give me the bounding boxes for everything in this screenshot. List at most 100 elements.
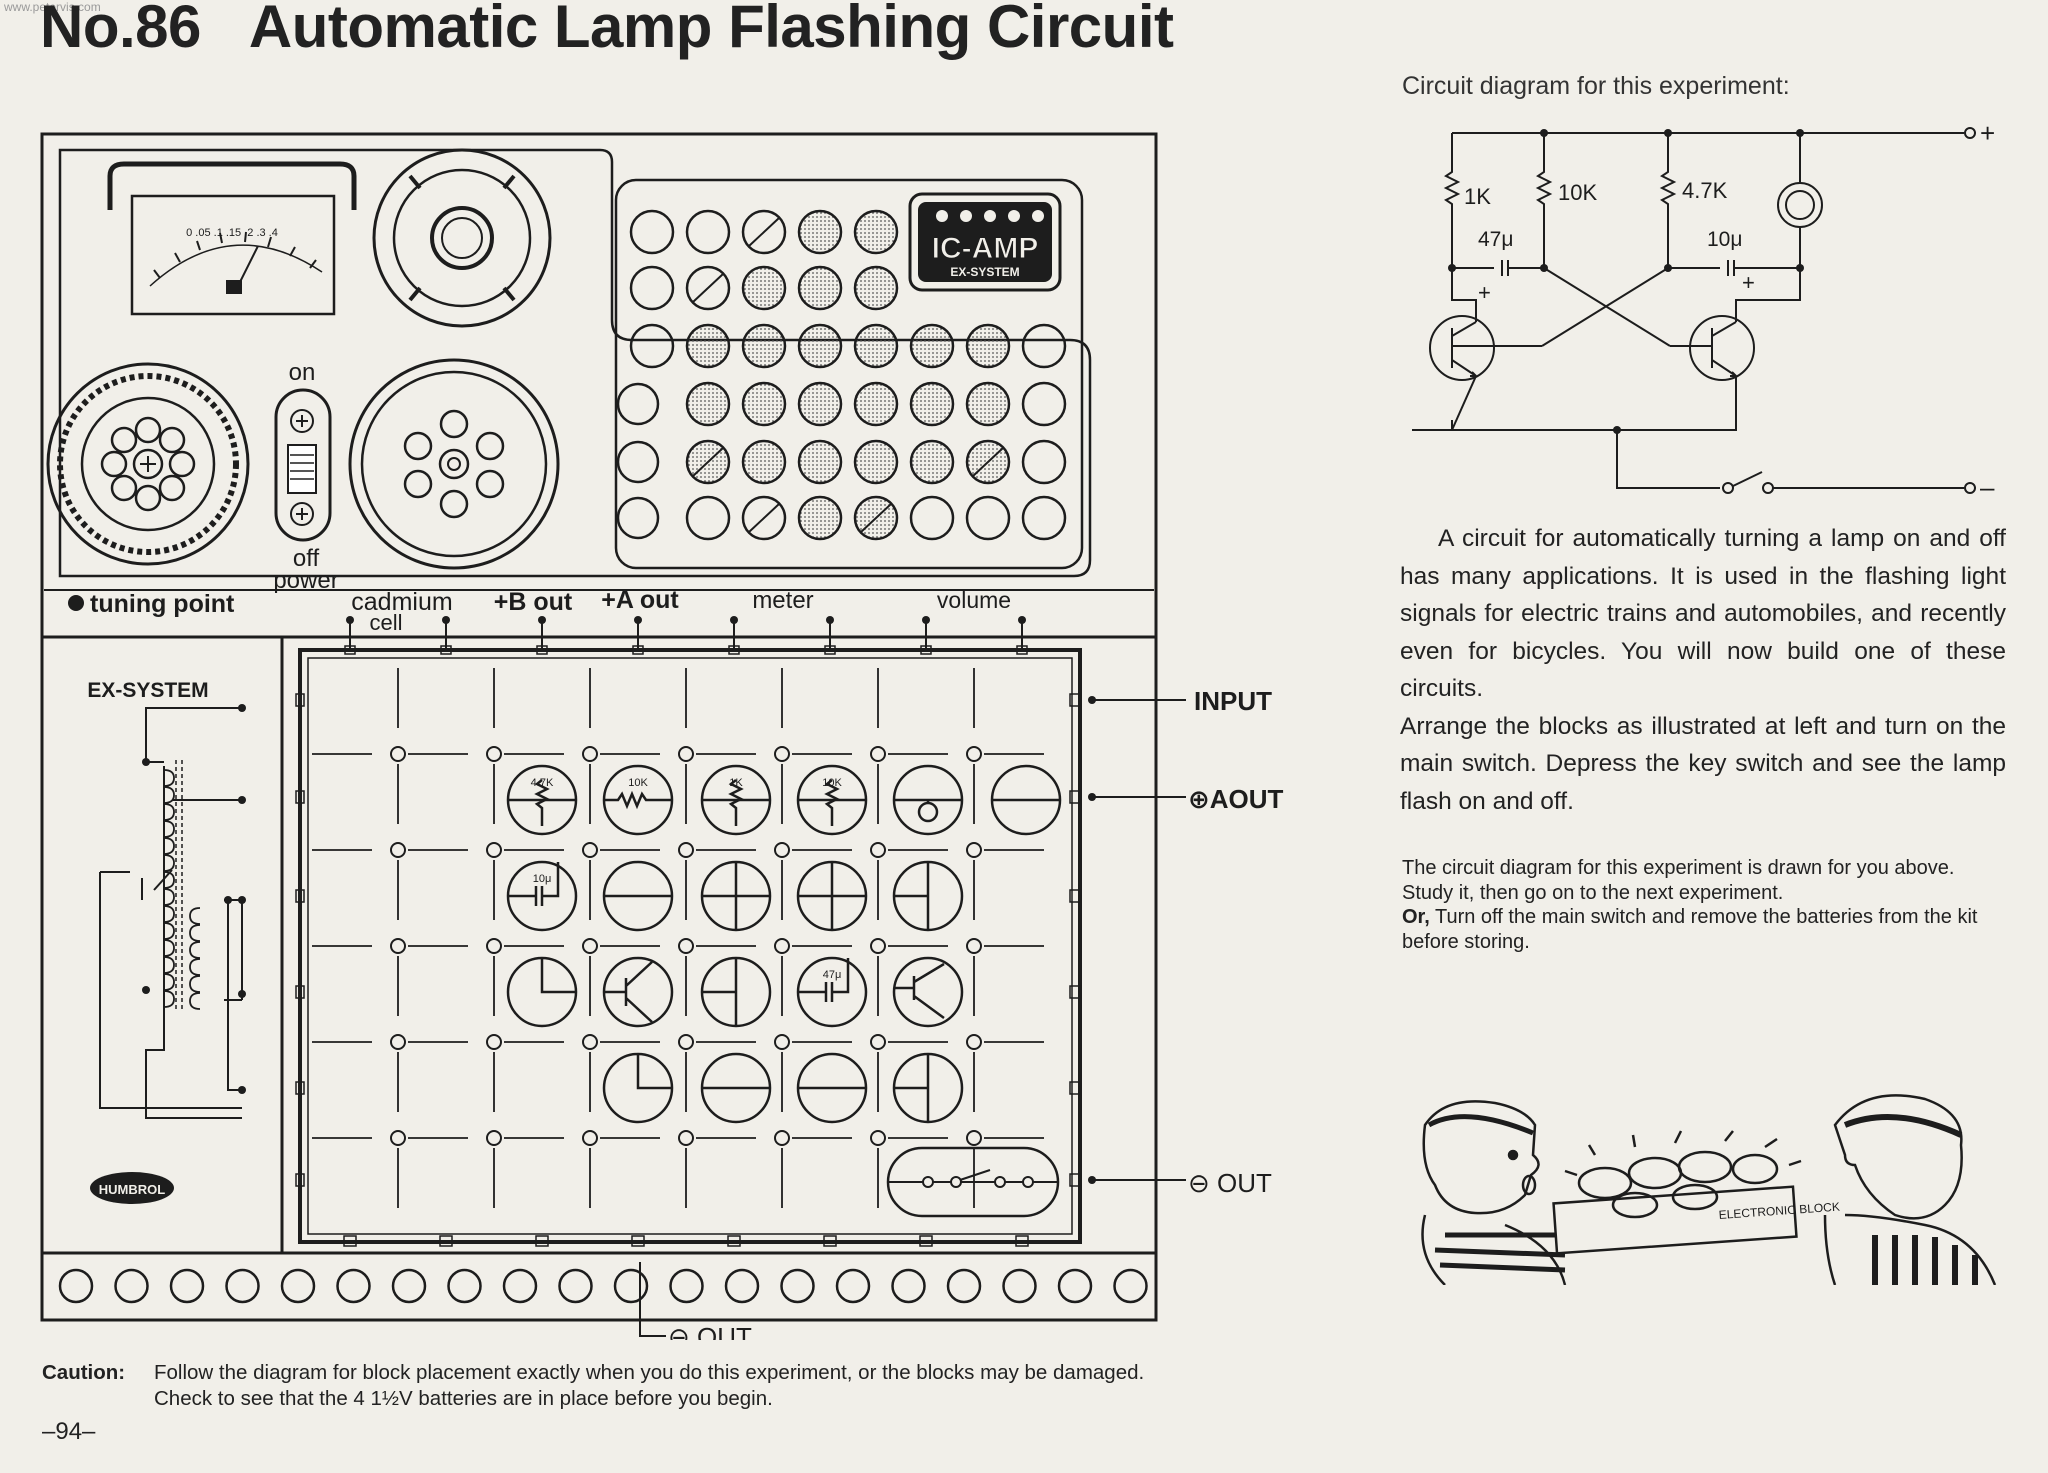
led-cell — [853, 265, 899, 311]
terminal-meter-label: meter — [752, 587, 813, 614]
meter: 0 .05 .1 .15 .2 .3 .4 — [107, 161, 357, 316]
experiment-number: No.86 — [40, 0, 201, 60]
board-hole — [582, 1034, 598, 1050]
terminal-hole — [891, 1268, 926, 1304]
switch-power-label: power — [273, 567, 338, 594]
board-hole — [582, 938, 598, 954]
power-switch[interactable]: on off power — [273, 359, 338, 594]
schematic-plus: + — [1980, 118, 1995, 148]
terminal-cadmium-label: cadmium — [351, 588, 452, 616]
board-hole — [966, 938, 982, 954]
terminal-hole — [114, 1268, 149, 1304]
speaker — [372, 148, 552, 328]
led-cell — [965, 495, 1011, 541]
terminal-post — [922, 616, 930, 624]
board-hole — [966, 1034, 982, 1050]
led-cell — [629, 323, 675, 369]
ex-system-panel: EX-SYSTEM HUMBROL — [87, 679, 246, 1204]
board-hole — [390, 1034, 406, 1050]
out-label: ⊖ OUT — [1188, 1168, 1272, 1198]
board-hole — [870, 842, 886, 858]
schematic-r1: 1K — [1464, 184, 1491, 209]
experiment-title: Automatic Lamp Flashing Circuit — [248, 0, 1174, 60]
board-hole — [582, 1130, 598, 1146]
description-p1: A circuit for automatically turning a la… — [1400, 525, 2006, 702]
breadboard-outer — [298, 648, 1082, 1244]
led-cell — [909, 439, 955, 485]
led-grid — [616, 209, 1067, 541]
page-number: –94– — [42, 1418, 96, 1445]
board-hole — [486, 938, 502, 954]
led-cell — [685, 265, 731, 311]
input-label: INPUT — [1194, 686, 1272, 716]
caution-body: Follow the diagram for block placement e… — [154, 1361, 1145, 1410]
led-cell — [616, 382, 660, 426]
led-cell — [741, 265, 787, 311]
led-cell — [909, 495, 955, 541]
page-title: No.86 Automatic Lamp Flashing Circuit — [40, 0, 1174, 61]
kit-illustration: 0 .05 .1 .15 .2 .3 .4 on off power — [40, 132, 1284, 1340]
led-cell — [797, 209, 843, 255]
terminal-hole — [1057, 1268, 1093, 1304]
kit-frame — [40, 132, 1158, 1322]
led-cell — [853, 381, 899, 427]
terminal-post — [538, 616, 546, 624]
led-cell — [741, 495, 787, 541]
board-hole — [486, 1130, 502, 1146]
bottom-terminal-row — [58, 1268, 1148, 1304]
led-cell — [1021, 439, 1067, 485]
terminal-hole — [558, 1268, 593, 1304]
board-hole — [870, 1034, 886, 1050]
schematic-r2: 10K — [1558, 180, 1597, 205]
note-or: Or, — [1402, 906, 1430, 928]
volume-knob[interactable] — [348, 358, 560, 570]
led-cell — [741, 209, 787, 255]
led-cell — [1021, 323, 1067, 369]
led-cell — [685, 323, 731, 369]
schematic-r3: 4.7K — [1682, 178, 1728, 203]
terminal-post — [826, 616, 834, 624]
terminal-post — [442, 616, 450, 624]
block-label: 4.7K — [531, 777, 554, 789]
board-hole — [774, 1034, 790, 1050]
terminal-hole — [613, 1268, 649, 1304]
led-cell — [797, 265, 843, 311]
board-hole — [870, 746, 886, 762]
block-label: 47μ — [823, 969, 842, 981]
circuit-schematic: 1K 10K 4.7K 47μ 10μ + – + + — [1412, 118, 1995, 502]
terminal-hole — [225, 1268, 260, 1304]
led-cell — [797, 439, 843, 485]
terminal-hole — [946, 1268, 982, 1304]
tuning-point-label: tuning point — [90, 590, 235, 618]
board-hole — [678, 1034, 694, 1050]
board-hole — [774, 842, 790, 858]
terminal-hole — [447, 1268, 482, 1304]
switch-on-label: on — [289, 359, 316, 386]
terminal-post — [634, 616, 642, 624]
ic-amp-badge: IC-AMP EX-SYSTEM — [908, 192, 1062, 292]
top-terminals — [344, 616, 1028, 655]
terminal-cell-label: cell — [369, 610, 402, 635]
led-cell — [853, 439, 899, 485]
board-hole — [870, 938, 886, 954]
led-cell — [685, 495, 731, 541]
terminal-hole — [1113, 1268, 1148, 1304]
terminal-hole — [835, 1268, 871, 1304]
schematic-c1: 47μ — [1478, 228, 1513, 251]
description-p2: Arrange the blocks as illustrated at lef… — [1400, 712, 2006, 815]
tuning-dial[interactable] — [46, 362, 250, 566]
board-hole — [966, 746, 982, 762]
led-cell — [685, 209, 731, 255]
board-hole — [774, 1130, 790, 1146]
led-cell — [616, 496, 660, 540]
note-p1: The circuit diagram for this experiment … — [1402, 857, 1955, 904]
led-cell — [965, 323, 1011, 369]
watermark: www.petervis.com — [4, 0, 101, 14]
switch-off-label: off — [293, 545, 320, 572]
terminal-post — [730, 616, 738, 624]
tuning-point-dot — [68, 595, 84, 611]
study-note: The circuit diagram for this experiment … — [1402, 856, 2008, 954]
meter-scale: 0 .05 .1 .15 .2 .3 .4 — [186, 227, 278, 239]
board-hole — [582, 746, 598, 762]
note-p2-text: Turn off the main switch and remove the … — [1402, 906, 1978, 953]
